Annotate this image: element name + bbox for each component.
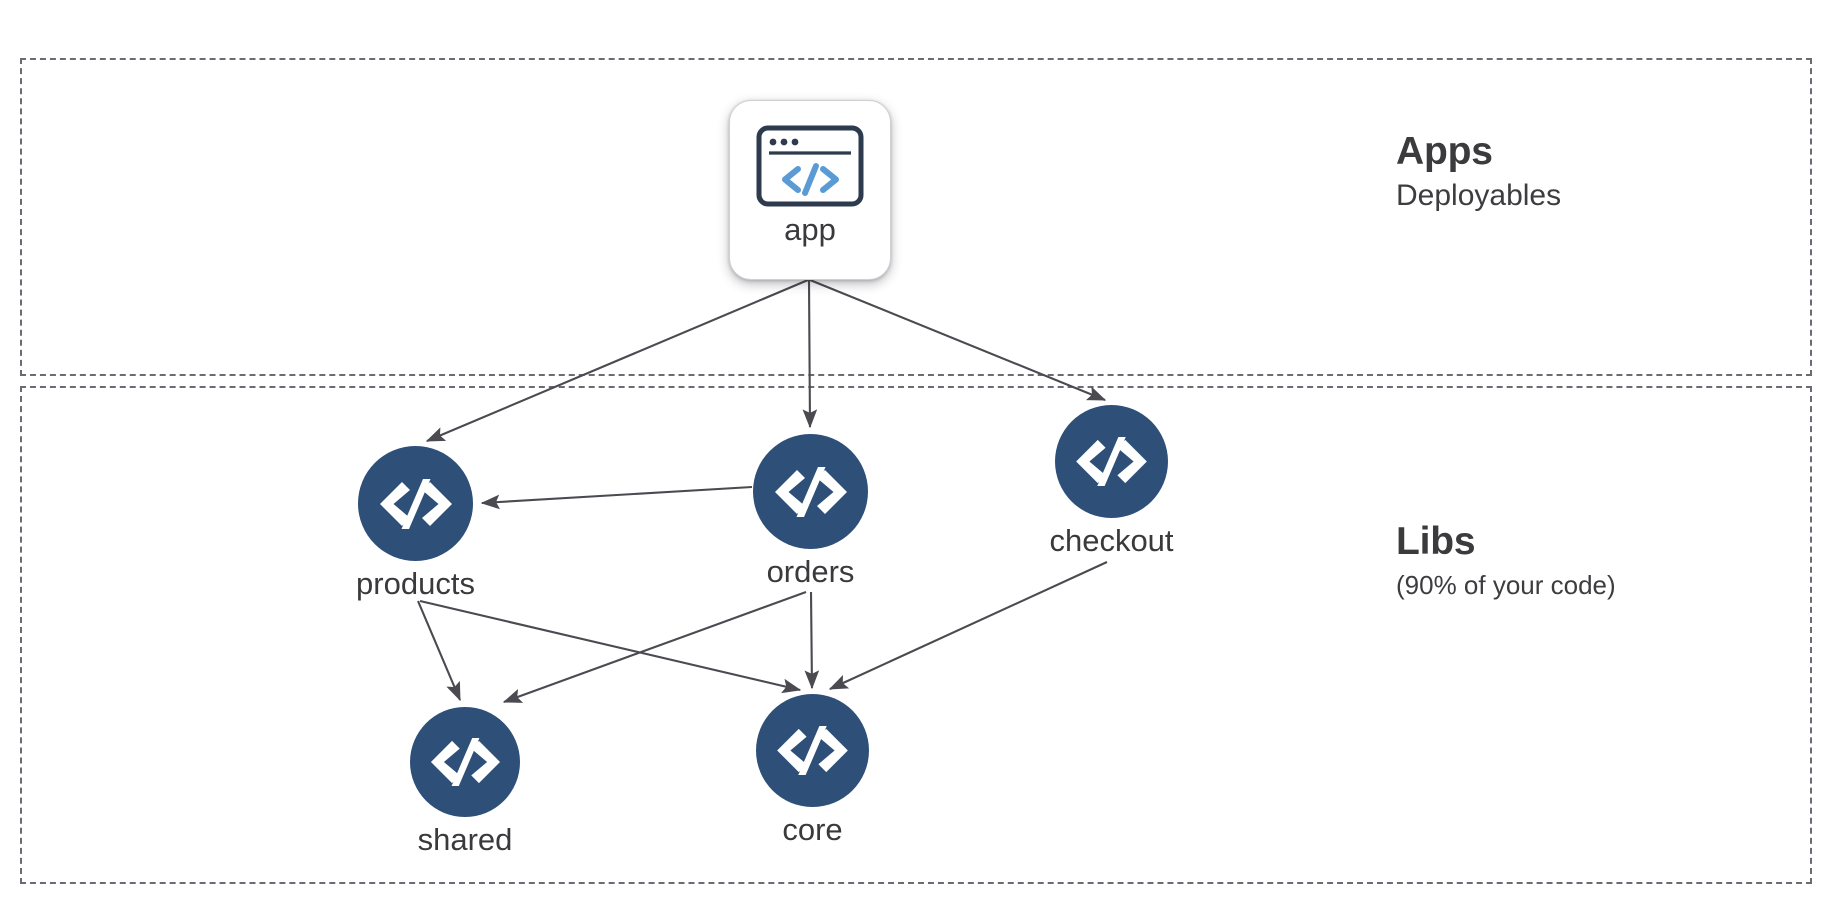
zone-apps-title: Apps bbox=[1396, 130, 1493, 173]
node-shared-circle bbox=[410, 707, 520, 817]
zone-caption-libs: Libs (90% of your code) bbox=[1396, 520, 1616, 601]
node-shared-label: shared bbox=[417, 822, 513, 857]
zone-apps-subtitle: Deployables bbox=[1396, 178, 1562, 212]
zone-libs-subtitle: (90% of your code) bbox=[1396, 569, 1616, 600]
browser-code-icon bbox=[756, 125, 864, 207]
node-checkout-label: checkout bbox=[1049, 523, 1174, 558]
code-brackets-icon bbox=[1076, 436, 1147, 487]
node-orders-circle bbox=[753, 434, 868, 549]
node-products[interactable]: products bbox=[356, 446, 475, 599]
node-app[interactable]: app bbox=[729, 100, 891, 280]
code-brackets-icon bbox=[777, 725, 848, 776]
zone-apps bbox=[20, 58, 1812, 376]
node-orders-label: orders bbox=[766, 554, 855, 589]
zone-libs-title: Libs bbox=[1396, 520, 1476, 563]
node-shared[interactable]: shared bbox=[410, 707, 520, 855]
node-core-label: core bbox=[782, 812, 843, 847]
node-products-circle bbox=[358, 446, 473, 561]
node-checkout[interactable]: checkout bbox=[1049, 405, 1174, 556]
zone-caption-apps: Apps Deployables bbox=[1396, 130, 1562, 213]
node-core-circle bbox=[756, 694, 869, 807]
node-checkout-circle bbox=[1055, 405, 1168, 518]
node-products-label: products bbox=[356, 566, 475, 601]
code-brackets-icon bbox=[774, 466, 847, 517]
node-core[interactable]: core bbox=[756, 694, 869, 845]
node-app-label: app bbox=[784, 212, 836, 247]
node-orders[interactable]: orders bbox=[753, 434, 868, 587]
code-brackets-icon bbox=[430, 738, 500, 786]
zone-libs bbox=[20, 386, 1812, 884]
code-brackets-icon bbox=[379, 478, 452, 529]
